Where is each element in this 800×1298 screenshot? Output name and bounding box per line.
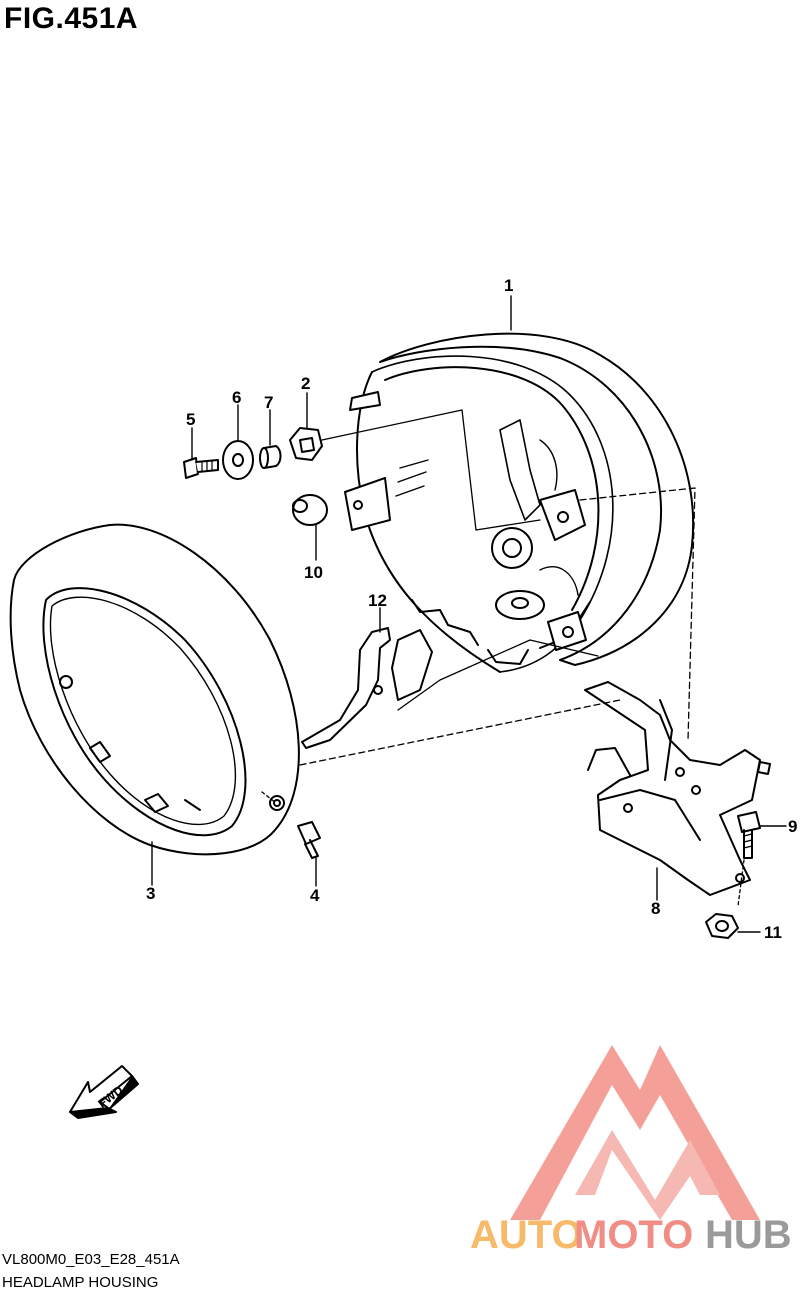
callout-10: 10 (304, 563, 323, 582)
callout-4: 4 (310, 886, 320, 905)
nut-part-2 (289, 427, 323, 461)
callout-7: 7 (264, 393, 273, 412)
collar-part-7 (259, 445, 282, 469)
nut-part-11 (705, 913, 739, 939)
headlamp-housing-shell (344, 332, 695, 673)
washer-part-6 (222, 440, 254, 480)
assembly-lines (261, 409, 745, 907)
footer-name: HEADLAMP HOUSING (2, 1274, 159, 1291)
callout-12: 12 (368, 591, 387, 610)
leader-lines (151, 295, 787, 933)
bracket-part-12 (301, 627, 433, 749)
figure-title: FIG.451A (4, 2, 139, 35)
callout-3: 3 (146, 884, 155, 903)
screw-part-4 (297, 821, 321, 859)
headlamp-rim-ring (9, 523, 300, 856)
callout-11: 11 (764, 923, 782, 942)
footer-code: VL800M0_E03_E28_451A (2, 1251, 180, 1268)
callout-2: 2 (301, 374, 310, 393)
callout-6: 6 (232, 388, 241, 407)
callout-8: 8 (651, 899, 660, 918)
mounting-bracket-part-8 (584, 681, 771, 896)
screw-part-5 (183, 457, 219, 479)
callout-1: 1 (504, 276, 513, 295)
callout-9: 9 (788, 817, 797, 836)
fwd-arrow-icon (69, 1065, 139, 1119)
grommet-part-10 (292, 494, 328, 526)
callout-5: 5 (186, 410, 195, 429)
bolt-part-9 (737, 811, 761, 859)
